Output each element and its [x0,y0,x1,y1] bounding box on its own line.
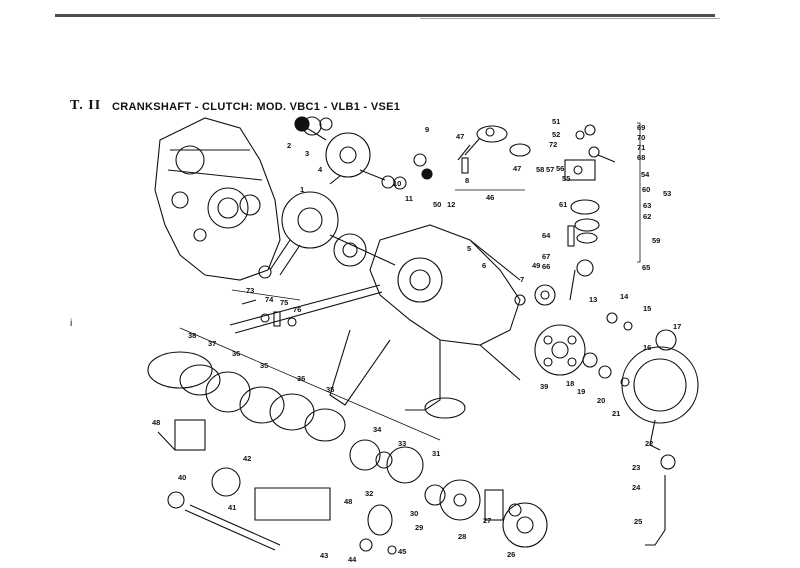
part-label-61: 61 [559,200,568,209]
part-label-1: 1 [300,185,305,194]
part-label-48b: 48 [344,497,353,506]
part-label-19: 19 [577,387,586,396]
part-label-21: 21 [612,409,621,418]
part-label-9: 9 [425,125,430,134]
part-label-52: 52 [552,130,561,139]
part-label-4: 4 [318,165,323,174]
part-label-75: 75 [280,298,289,307]
part-label-28: 28 [458,532,467,541]
diagram-title: CRANKSHAFT - CLUTCH: MOD. VBC1 - VLB1 - … [112,101,401,113]
part-label-24: 24 [632,483,641,492]
part-label-22: 22 [645,439,654,448]
part-label-42: 42 [243,454,252,463]
part-label-58: 58 [536,165,545,174]
part-label-16: 16 [643,343,652,352]
part-label-69: 69 [637,123,646,132]
crankcase-half-illustration [154,117,281,281]
part-label-3: 3 [305,149,310,158]
small-parts-illustration [241,299,297,327]
crankshaft-top-illustration [294,116,433,190]
part-label-41: 41 [228,503,237,512]
part-label-35b: 35 [326,385,335,394]
part-label-76: 76 [293,305,302,314]
part-label-53: 53 [663,189,672,198]
engine-housing-illustration [229,224,521,419]
part-label-26: 26 [507,550,516,559]
scan-artifact-top [55,14,715,17]
part-label-57: 57 [546,165,555,174]
part-label-20: 20 [597,396,606,405]
part-label-74: 74 [265,295,274,304]
part-label-7: 7 [520,275,525,284]
part-label-36b: 36 [297,374,306,383]
part-label-25: 25 [634,517,643,526]
part-label-60: 60 [642,185,651,194]
part-label-70: 70 [637,133,646,142]
part-label-34: 34 [373,425,382,434]
part-label-35a: 35 [260,361,269,370]
part-label-13: 13 [589,295,598,304]
part-label-23: 23 [632,463,641,472]
part-label-38: 38 [188,331,197,340]
part-label-50: 50 [433,200,442,209]
part-label-63: 63 [643,201,652,210]
part-label-33: 33 [398,439,407,448]
crankshaft-center-illustration [258,191,396,279]
part-label-14: 14 [620,292,629,301]
clutch-plates-illustration [147,351,548,555]
plate-number: T. II [70,98,102,113]
part-label-47b: 47 [513,164,522,173]
margin-mark: i [70,318,73,329]
part-label-43: 43 [320,551,329,560]
bracket-lines [179,122,641,441]
part-label-27: 27 [483,516,492,525]
part-label-36a: 36 [232,349,241,358]
part-label-10: 10 [393,179,402,188]
part-label-30: 30 [410,509,419,518]
part-label-5: 5 [467,244,472,253]
part-label-6: 6 [482,261,487,270]
part-label-59: 59 [652,236,661,245]
part-label-54: 54 [641,170,650,179]
part-label-11: 11 [405,194,413,203]
part-label-32: 32 [365,489,374,498]
part-label-51: 51 [552,117,561,126]
part-label-45: 45 [398,547,407,556]
part-label-39: 39 [540,382,549,391]
part-label-2: 2 [287,141,292,150]
part-label-47a: 47 [456,132,465,141]
part-label-17: 17 [673,322,682,331]
part-label-44: 44 [348,555,357,564]
part-label-15: 15 [643,304,652,313]
clutch-cover-illustration [534,312,699,546]
part-label-55: 55 [562,174,571,183]
part-label-67: 67 [542,252,551,261]
part-label-29: 29 [415,523,424,532]
part-label-56: 56 [556,164,565,173]
part-label-18: 18 [566,379,575,388]
part-label-64: 64 [542,231,551,240]
part-label-66: 66 [542,262,551,271]
part-label-46: 46 [486,193,495,202]
part-label-12: 12 [447,200,456,209]
part-label-62: 62 [643,212,652,221]
part-label-73: 73 [246,286,255,295]
part-label-72: 72 [549,140,558,149]
part-label-8: 8 [465,176,470,185]
part-label-48a: 48 [152,418,161,427]
part-label-68: 68 [637,153,646,162]
part-label-37: 37 [208,339,217,348]
part-label-65: 65 [642,263,651,272]
connecting-rod-illustration [457,125,531,174]
part-label-31: 31 [432,449,441,458]
gear-selector-illustration [514,124,616,306]
part-label-71: 71 [637,143,646,152]
part-label-40: 40 [178,473,187,482]
part-label-49: 49 [532,261,541,270]
scan-artifact-top-thin [420,18,720,19]
